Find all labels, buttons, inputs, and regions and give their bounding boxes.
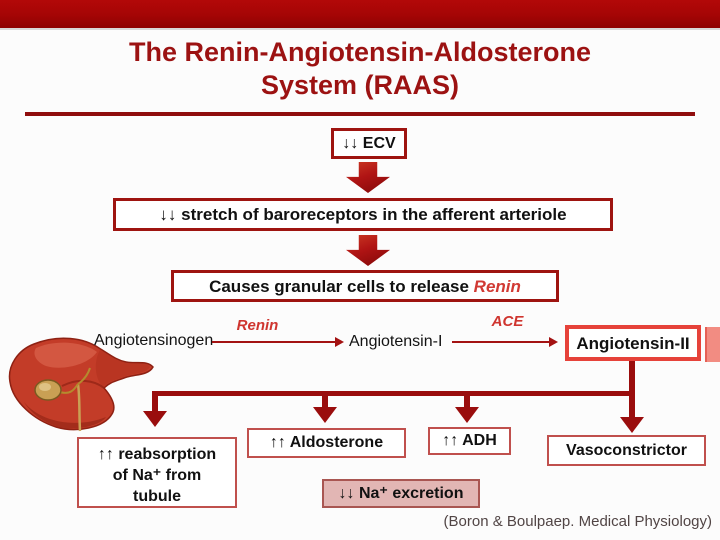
- angiotensin-2-box: Angiotensin-II: [565, 325, 701, 361]
- na-excretion-box: ↓↓ Na⁺ excretion: [322, 479, 480, 508]
- arrow-shaft: [452, 341, 549, 343]
- down-block-arrow-icon: [346, 235, 390, 266]
- causes-text: Causes granular cells to release: [209, 277, 474, 296]
- arrow-shaft: [212, 341, 335, 343]
- baroreceptor-stretch-box: ↓↓ stretch of baroreceptors in the affer…: [113, 198, 613, 231]
- liver-illustration-icon: [8, 337, 154, 432]
- angiotensin-1-label: Angiotensin-I: [349, 333, 443, 350]
- down-arrow-icon: [455, 407, 479, 423]
- branch-line: [155, 391, 635, 396]
- na-reabsorption-line1: ↑↑ reabsorption: [97, 446, 217, 463]
- causes-renin-highlight: Renin: [473, 277, 521, 296]
- branch-stem: [322, 391, 328, 409]
- title-underline: [25, 112, 695, 116]
- slide-edge-strip: [705, 327, 720, 362]
- na-reabsorption-box: ↑↑ reabsorption of Na⁺ from tubule: [77, 437, 237, 508]
- vasoconstrictor-box: Vasoconstrictor: [547, 435, 706, 466]
- page-title-line2: System (RAAS): [260, 70, 460, 100]
- source-attribution: (Boron & Boulpaep. Medical Physiology): [443, 513, 712, 530]
- aldosterone-box: ↑↑ Aldosterone: [247, 428, 406, 458]
- adh-box: ↑↑ ADH: [428, 427, 511, 455]
- page-title-line1: The Renin-Angiotensin-Aldosterone: [129, 37, 591, 67]
- down-block-arrow-icon: [346, 162, 390, 193]
- arrow-head: [549, 337, 558, 347]
- down-arrow-icon: [620, 417, 644, 433]
- right-arrow-icon: [212, 337, 344, 347]
- renin-enzyme-label: Renin: [236, 317, 279, 334]
- ace-enzyme-label: ACE: [491, 313, 524, 330]
- ecv-box: ↓↓ ECV: [331, 128, 407, 159]
- top-accent-bar: [0, 0, 720, 30]
- na-reabsorption-line3: tubule: [133, 488, 181, 505]
- granular-cells-box: Causes granular cells to release Renin: [171, 270, 559, 302]
- branch-stem: [152, 391, 158, 413]
- branch-stem: [464, 391, 470, 409]
- angiotensin2-stem: [629, 359, 635, 419]
- right-arrow-icon: [452, 337, 558, 347]
- down-arrow-icon: [313, 407, 337, 423]
- na-reabsorption-line2: of Na⁺ from: [112, 467, 202, 484]
- page-title: The Renin-Angiotensin-Aldosterone System…: [0, 36, 720, 102]
- arrow-head: [335, 337, 344, 347]
- down-arrow-icon: [143, 411, 167, 427]
- angiotensinogen-label: Angiotensinogen: [94, 332, 214, 349]
